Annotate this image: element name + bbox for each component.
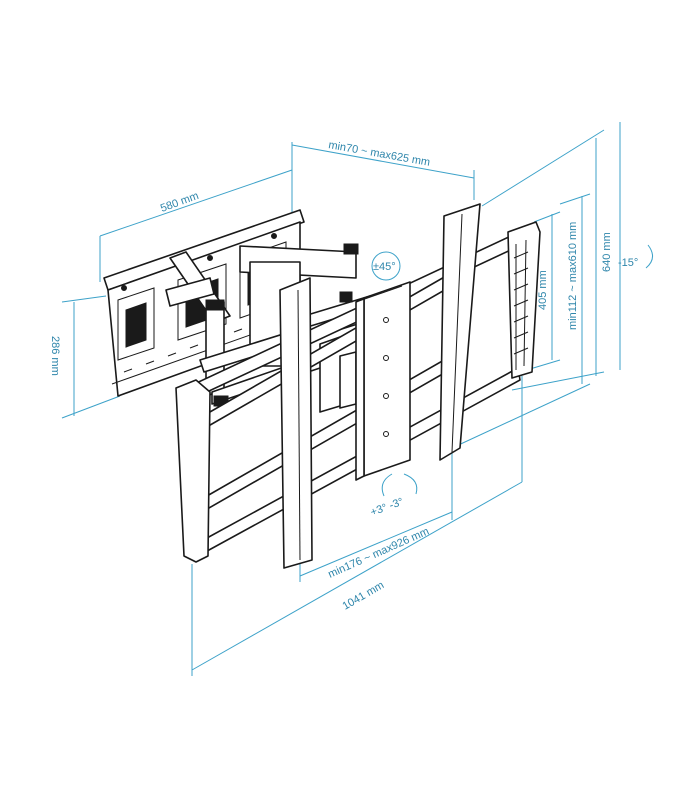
label-tilt: ±45° [373, 261, 396, 273]
label-overall-height: 640 mm [601, 232, 613, 272]
label-vesa-width-range: min176 ~ max926 mm [326, 525, 431, 580]
label-wall-plate-width: 580 mm [159, 190, 200, 215]
center-mount-plate [355, 281, 411, 481]
label-vesa-height-small: 405 mm [537, 270, 549, 310]
label-vesa-height-range: min112 ~ max610 mm [567, 222, 579, 330]
label-overall-width: 1041 mm [341, 579, 387, 612]
label-rotation: +3° -3° [369, 496, 405, 519]
label-wall-plate-height: 286 mm [49, 336, 61, 376]
label-tilt-angle: -15° [618, 257, 638, 269]
